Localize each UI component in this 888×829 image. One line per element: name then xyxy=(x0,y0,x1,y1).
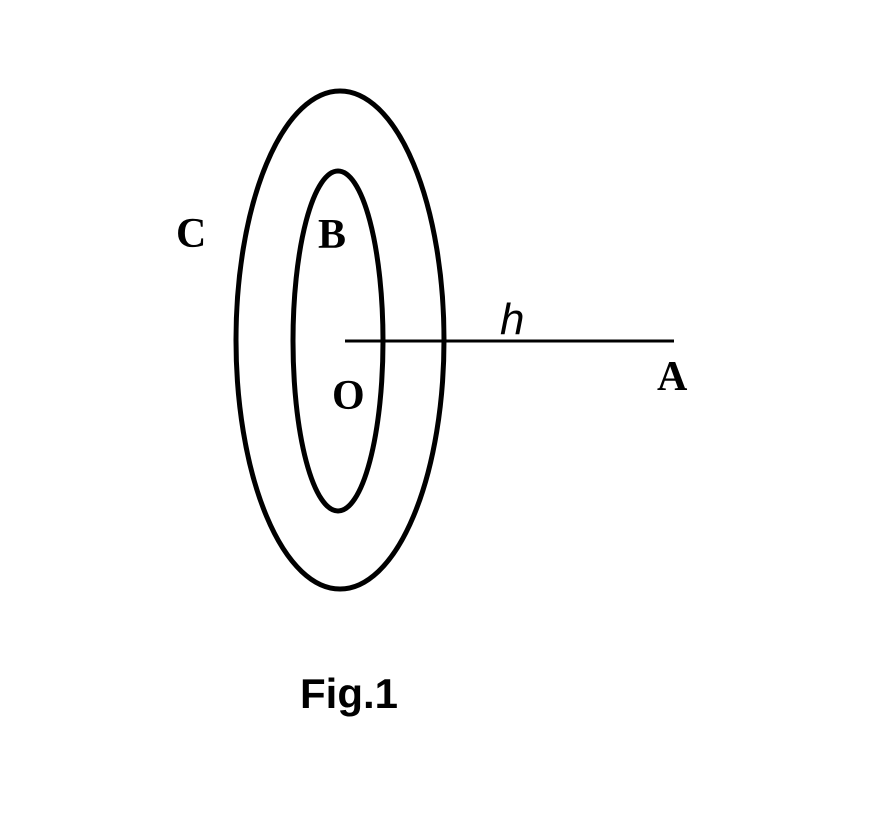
label-b: B xyxy=(318,212,346,258)
figure-caption: Fig.1 xyxy=(300,670,398,717)
label-o: O xyxy=(332,373,365,419)
label-h: h xyxy=(500,295,524,344)
label-c: C xyxy=(176,211,206,257)
label-a: A xyxy=(657,354,688,400)
